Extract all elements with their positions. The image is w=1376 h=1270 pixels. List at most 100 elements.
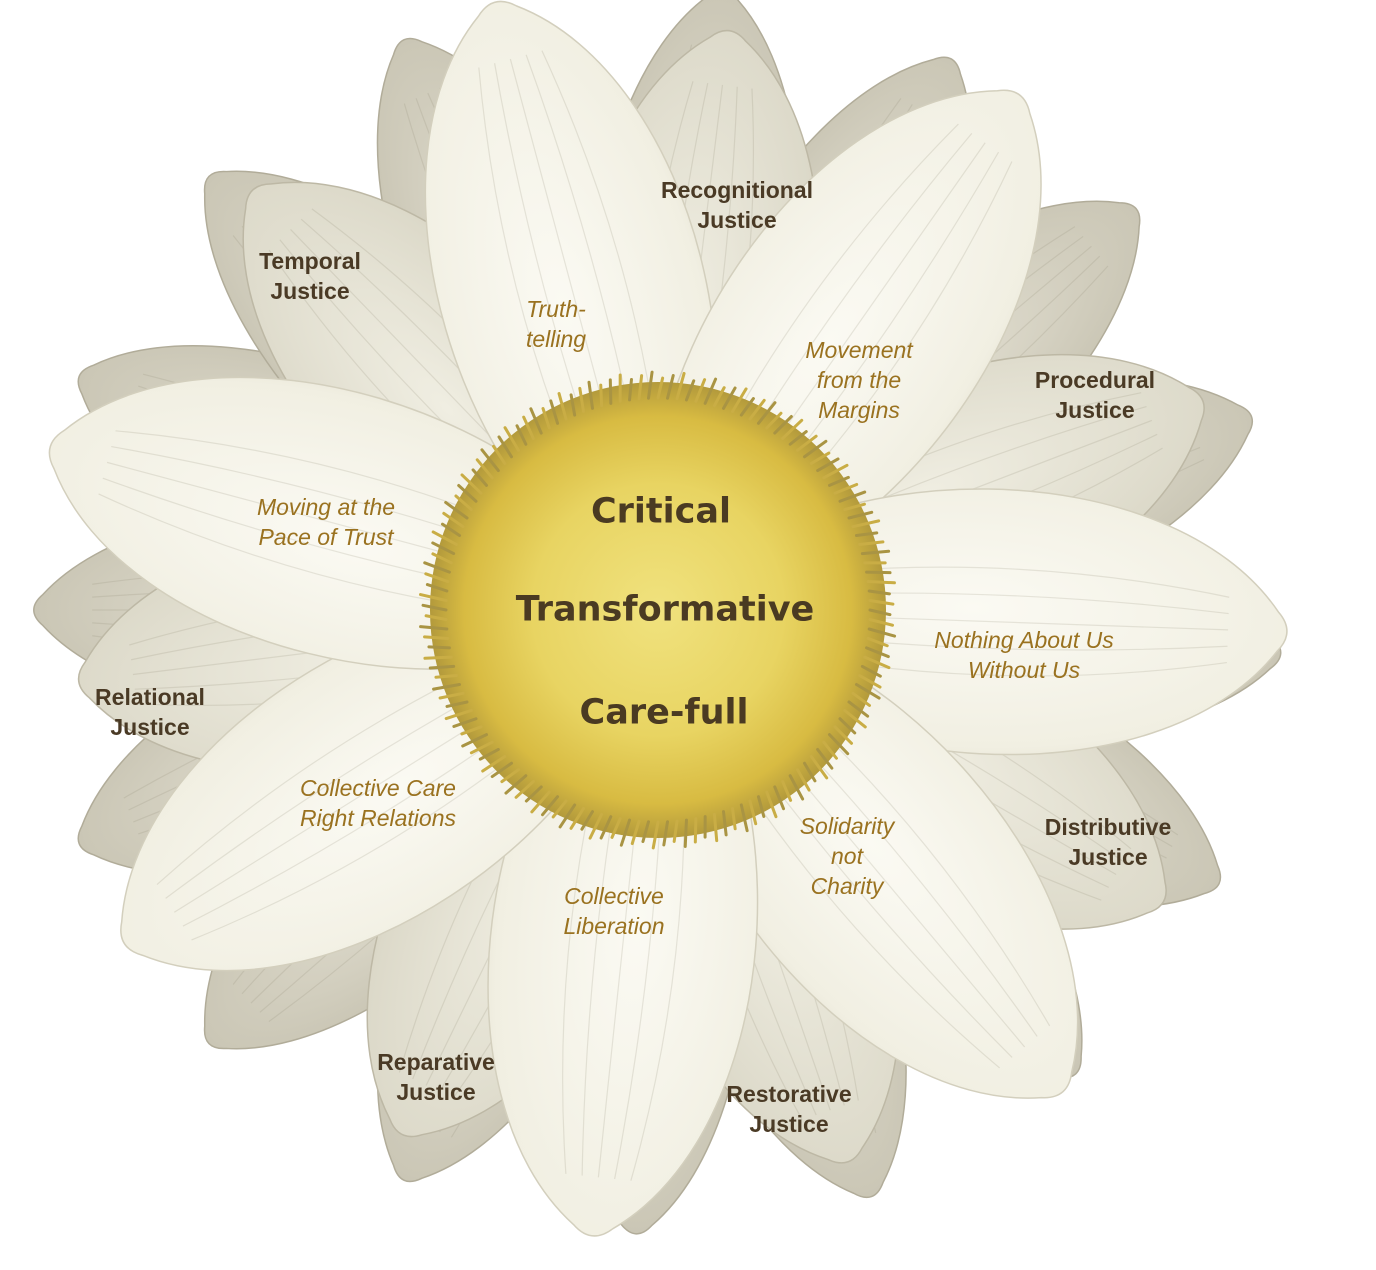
disk-rim-fiber <box>445 700 469 708</box>
disk-rim-fiber <box>471 468 488 487</box>
disk-rim-fiber <box>551 799 568 819</box>
disk-rim-fiber <box>672 819 679 843</box>
disk-rim-fiber <box>522 415 535 440</box>
disk-rim-fiber <box>421 603 448 612</box>
disk-rim-fiber <box>541 407 551 430</box>
disk-rim-fiber <box>444 500 469 520</box>
disk-rim-fiber <box>712 812 719 843</box>
disk-rim-fiber <box>694 378 707 403</box>
disk-rim-fiber <box>641 820 650 844</box>
disk-rim-fiber <box>423 655 453 660</box>
disk-rim-fiber <box>524 785 543 803</box>
disk-rim-fiber <box>442 511 465 529</box>
disk-rim-fiber <box>851 519 881 529</box>
disk-rim-fiber <box>461 733 488 748</box>
disk-rim-fiber <box>795 768 811 792</box>
disk-rim-fiber <box>868 608 892 617</box>
disk-rim-fiber <box>865 570 892 575</box>
disk-rim-fiber <box>651 820 660 850</box>
disk-rim-fiber <box>773 785 786 811</box>
disk-rim-fiber <box>765 411 783 430</box>
disk-rim-fiber <box>868 618 895 627</box>
disk-rim-fiber <box>722 386 737 410</box>
disk-rim-fiber <box>860 664 882 678</box>
disk-rim-fiber <box>431 541 456 556</box>
disk-rim-fiber <box>730 387 748 414</box>
disk-rim-fiber <box>500 768 521 784</box>
disk-rim-fiber <box>599 815 613 840</box>
disk-rim-fiber <box>854 531 879 538</box>
disk-rim-fiber <box>460 725 483 736</box>
disk-rim-fiber <box>816 747 834 770</box>
disk-rim-fiber <box>756 401 777 425</box>
disk-rim-fiber <box>860 549 891 556</box>
disk-rim-fiber <box>863 655 891 670</box>
disk-rim-fiber <box>847 700 870 718</box>
disk-rim-fiber <box>503 426 521 452</box>
disk-circle <box>430 382 886 838</box>
disk-rim-fiber <box>569 393 577 417</box>
disk-rim-fiber <box>822 740 838 760</box>
disk-rim-fiber <box>578 386 586 414</box>
disk-rim-fiber <box>809 451 831 465</box>
disk-rim-fiber <box>492 444 507 465</box>
disk-rim-fiber <box>795 434 818 452</box>
disk-rim-fiber <box>478 747 500 761</box>
disk-rim-fiber <box>675 371 686 401</box>
disk-rim-fiber <box>424 614 448 622</box>
disk-rim-fiber <box>628 378 633 402</box>
disk-rim-fiber <box>646 370 654 400</box>
disk-rim-fiber <box>788 774 805 801</box>
disk-rim-fiber <box>490 761 513 779</box>
disk-rim-fiber <box>684 379 696 402</box>
disk-rim-fiber <box>432 682 462 691</box>
disk-rim-fiber <box>423 561 451 574</box>
disk-rim-fiber <box>781 418 804 440</box>
disk-rim-fiber <box>809 755 829 780</box>
disk-rim-fiber <box>530 790 551 814</box>
flower-center-disk <box>419 370 897 850</box>
disk-rim-fiber <box>739 397 755 417</box>
disk-rim-fiber <box>781 780 793 802</box>
disk-rim-fiber <box>428 664 456 670</box>
disk-rim-fiber <box>529 407 543 435</box>
disk-rim-fiber <box>803 439 828 459</box>
disk-rim-fiber <box>504 774 528 795</box>
disk-rim-fiber <box>788 430 808 446</box>
disk-rim-fiber <box>440 522 462 538</box>
disk-rim-fiber <box>419 593 448 602</box>
disk-rim-fiber <box>843 708 867 729</box>
disk-rim-fiber <box>858 540 885 546</box>
disk-rim-fiber <box>425 583 449 593</box>
disk-rim-fiber <box>847 510 874 520</box>
disk-rim-fiber <box>475 458 494 480</box>
disk-rim-fiber <box>838 717 857 735</box>
disk-rim-fiber <box>514 780 535 799</box>
disk-rim-fiber <box>866 580 896 585</box>
disk-rim-fiber <box>866 636 889 648</box>
disk-rim-fiber <box>816 457 840 473</box>
disk-rim-fiber <box>438 691 465 700</box>
disk-rim-fiber <box>424 572 450 584</box>
disk-rim-fiber <box>460 473 483 495</box>
disk-rim-fiber <box>452 717 478 728</box>
disk-rim-fiber <box>480 448 500 473</box>
disk-rim-fiber <box>599 383 604 408</box>
disk-rim-fiber <box>423 635 450 640</box>
disk-rim-fiber <box>828 475 850 487</box>
disk-rim-fiber <box>580 810 594 831</box>
disk-rim-fiber <box>637 374 644 401</box>
disk-rim-fiber <box>868 598 895 606</box>
disk-rim-fiber <box>431 552 453 565</box>
disk-rim-fiber <box>444 708 473 721</box>
disk-rim-fiber <box>481 755 507 773</box>
disk-rim-fiber <box>662 820 670 847</box>
disk-rim-fiber <box>431 530 458 546</box>
disk-rim-fiber <box>619 818 632 847</box>
disk-rim-fiber <box>541 795 560 817</box>
disk-rim-fiber <box>765 790 778 819</box>
disk-rim-fiber <box>587 380 594 410</box>
disk-rim-fiber <box>739 803 749 833</box>
disk-rim-fiber <box>610 817 622 839</box>
